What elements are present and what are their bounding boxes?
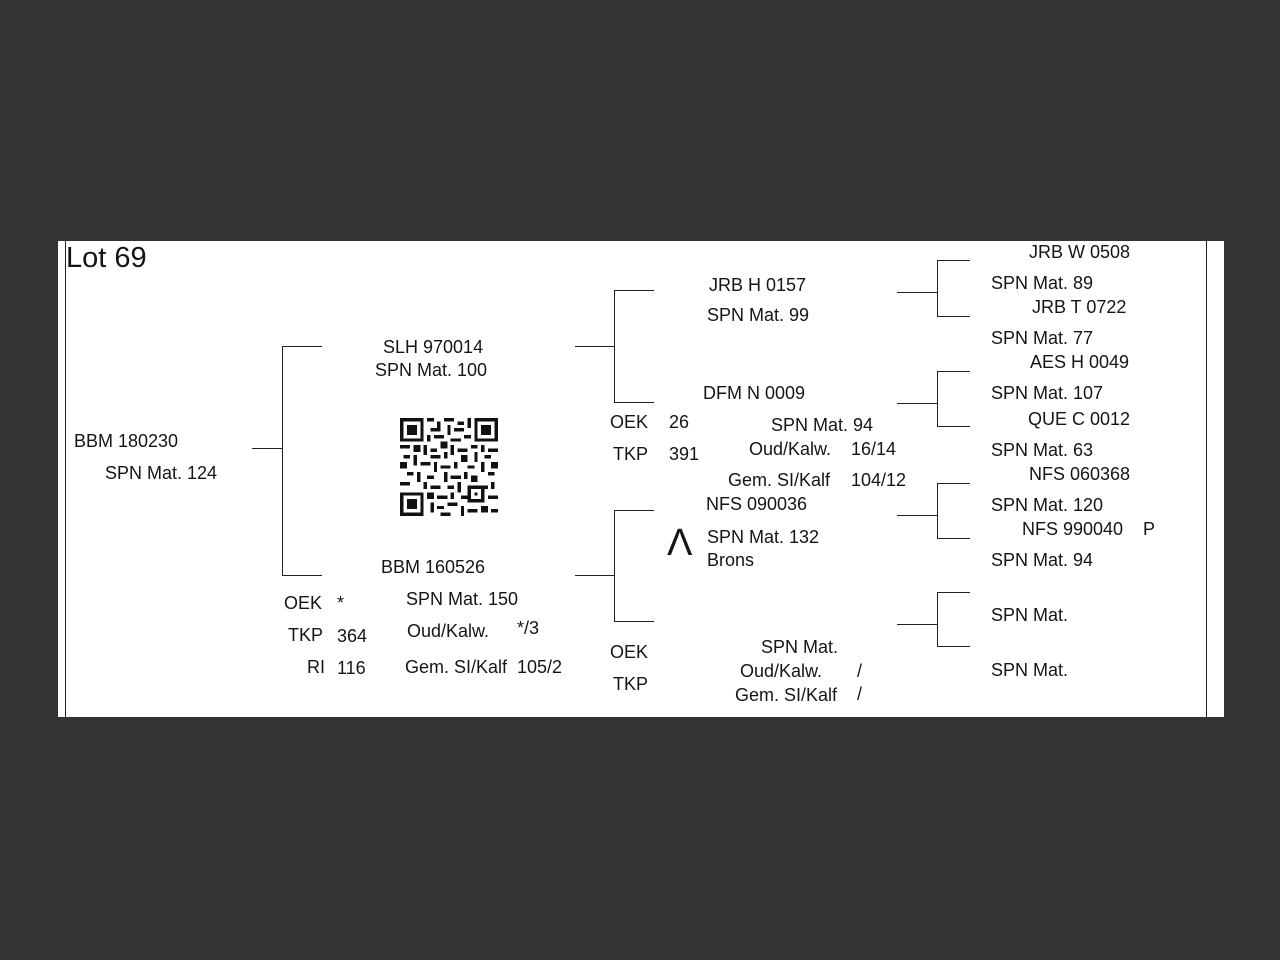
sire-dam-id: DFM N 0009 <box>703 383 806 403</box>
card-left-border <box>65 241 66 717</box>
dam-tkp-label: TKP <box>288 625 324 645</box>
dam-id: BBM 160526 <box>381 557 486 577</box>
connector <box>614 510 615 622</box>
dam-dam-tkp-label: TKP <box>613 674 649 694</box>
dam-oud-label: Oud/Kalw. <box>407 621 490 641</box>
dam-oek-value: * <box>337 593 345 613</box>
ggp-3-spn: SPN Mat. 107 <box>991 383 1104 403</box>
dam-ri-label: RI <box>307 657 325 677</box>
animal-spn: SPN Mat. 124 <box>105 463 218 483</box>
connector <box>282 346 322 347</box>
card-right-border <box>1206 241 1207 717</box>
dam-dam-oud-label: Oud/Kalw. <box>740 661 823 681</box>
ggp-7-spn: SPN Mat. <box>991 605 1069 625</box>
connector <box>937 483 938 539</box>
connector <box>614 290 615 403</box>
connector <box>282 346 283 576</box>
connector <box>937 316 970 317</box>
ggp-3-id: AES H 0049 <box>1030 352 1130 372</box>
sire-tkp-label: TKP <box>613 444 649 464</box>
dam-dam-gem-value: / <box>857 684 863 704</box>
connector <box>575 346 615 347</box>
qr-code <box>400 418 498 516</box>
sire-sire-spn: SPN Mat. 99 <box>707 305 810 325</box>
connector <box>614 402 654 403</box>
ggp-8-spn: SPN Mat. <box>991 660 1069 680</box>
connector <box>282 575 322 576</box>
sire-sire-id: JRB H 0157 <box>709 275 807 295</box>
connector <box>575 575 615 576</box>
dam-gem-value: 105/2 <box>517 657 563 677</box>
pedigree-card <box>58 241 1224 717</box>
sire-spn: SPN Mat. 100 <box>375 360 488 380</box>
ggp-4-spn: SPN Mat. 63 <box>991 440 1094 460</box>
connector <box>614 510 654 511</box>
sire-oek-label: OEK <box>610 412 649 432</box>
sire-dam-gem-value: 104/12 <box>851 470 907 490</box>
dam-sire-id: NFS 090036 <box>706 494 808 514</box>
dam-gem-label: Gem. SI/Kalf <box>405 657 508 677</box>
ggp-5-spn: SPN Mat. 120 <box>991 495 1104 515</box>
sire-dam-oud-label: Oud/Kalw. <box>749 439 832 459</box>
sire-tkp-value: 391 <box>669 444 700 464</box>
sire-id: SLH 970014 <box>383 337 484 357</box>
connector <box>937 371 970 372</box>
ggp-6-id: NFS 990040 <box>1022 519 1124 539</box>
ggp-5-id: NFS 060368 <box>1029 464 1131 484</box>
dam-oud-value: */3 <box>517 618 540 638</box>
dam-dam-spn: SPN Mat. <box>761 637 839 657</box>
lot-title: Lot 69 <box>66 242 147 274</box>
ggp-1-spn: SPN Mat. 89 <box>991 273 1094 293</box>
connector <box>614 621 654 622</box>
ggp-6-spn: SPN Mat. 94 <box>991 550 1094 570</box>
animal-id: BBM 180230 <box>74 431 179 451</box>
connector <box>897 403 938 404</box>
connector <box>937 260 970 261</box>
connector <box>897 624 938 625</box>
connector <box>937 592 938 647</box>
dam-sire-spn: SPN Mat. 132 <box>707 527 820 547</box>
connector <box>937 426 970 427</box>
connector <box>897 292 938 293</box>
ggp-4-id: QUE C 0012 <box>1028 409 1131 429</box>
connector <box>937 646 970 647</box>
sire-dam-spn: SPN Mat. 94 <box>771 415 874 435</box>
sire-dam-gem-label: Gem. SI/Kalf <box>728 470 831 490</box>
connector <box>252 448 283 449</box>
ggp-1-id: JRB W 0508 <box>1029 242 1131 262</box>
connector <box>937 538 970 539</box>
dam-sire-symbol: Λ <box>667 522 693 564</box>
dam-tkp-value: 364 <box>337 626 368 646</box>
dam-sire-award: Brons <box>707 550 755 570</box>
dam-dam-oud-value: / <box>857 661 863 681</box>
connector <box>614 290 654 291</box>
dam-ri-value: 116 <box>337 658 366 678</box>
connector <box>937 592 970 593</box>
connector <box>937 483 970 484</box>
ggp-2-id: JRB T 0722 <box>1032 297 1127 317</box>
ggp-2-spn: SPN Mat. 77 <box>991 328 1094 348</box>
dam-spn: SPN Mat. 150 <box>406 589 519 609</box>
ggp-6-flag: P <box>1143 519 1156 539</box>
dam-dam-oek-label: OEK <box>610 642 649 662</box>
sire-dam-oud-value: 16/14 <box>851 439 897 459</box>
dam-dam-gem-label: Gem. SI/Kalf <box>735 685 838 705</box>
connector <box>937 260 938 317</box>
connector <box>937 371 938 427</box>
connector <box>897 515 938 516</box>
sire-oek-value: 26 <box>669 412 690 432</box>
dam-oek-label: OEK <box>284 593 323 613</box>
